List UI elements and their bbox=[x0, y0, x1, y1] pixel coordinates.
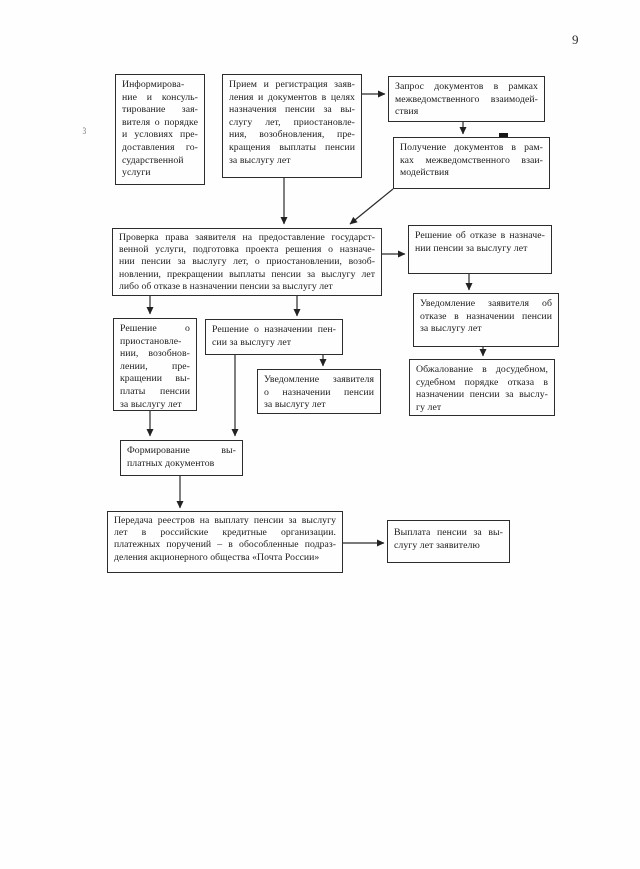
node-application-intake: Прием и регистрация заяв-ления и докумен… bbox=[222, 74, 362, 178]
node-informing-consulting: Информирова-ние и консуль-тирование зая-… bbox=[115, 74, 205, 185]
node-payment-documents: Формирование вы-платных документов bbox=[120, 440, 243, 476]
scan-speck bbox=[499, 133, 508, 137]
arrow-receive-to-review bbox=[349, 188, 394, 225]
node-award-decision: Решение о назначении пен-сии за выслугу … bbox=[205, 319, 343, 355]
node-registry-transfer: Передача реестров на выплату пенсии за в… bbox=[107, 511, 343, 573]
node-refusal-decision: Решение об отказе в назначе-нии пенсии з… bbox=[408, 225, 552, 274]
node-pension-payout: Выплата пенсии за вы-слугу лет заявителю bbox=[387, 520, 510, 563]
node-eligibility-review: Проверка права заявителя на предоставлен… bbox=[112, 228, 382, 296]
margin-scan-artifact: 3 bbox=[82, 126, 87, 136]
node-appeal: Обжалование в досудебном,судебном порядк… bbox=[409, 359, 555, 416]
node-interagency-receive: Получение документов в рам-ках межведомс… bbox=[393, 137, 550, 189]
page-number: 9 bbox=[572, 32, 579, 47]
